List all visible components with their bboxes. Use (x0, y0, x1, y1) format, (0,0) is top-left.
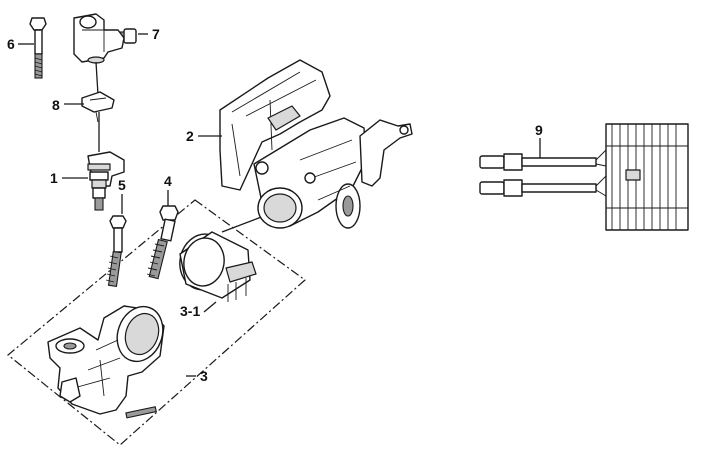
callout-1: 1 (50, 170, 58, 186)
leader-lines (18, 33, 541, 377)
clamp-3-1 (179, 215, 265, 302)
clip-8 (81, 91, 115, 123)
callout-3: 3 (200, 368, 208, 384)
injector-cap (73, 13, 125, 96)
callout-5: 5 (118, 177, 126, 193)
callout-6: 6 (7, 36, 15, 52)
callout-7: 7 (152, 26, 160, 42)
intake-manifold-3 (47, 305, 165, 419)
callout-2: 2 (186, 128, 194, 144)
throttle-body-2 (219, 59, 413, 229)
assembly-boundary (7, 199, 306, 446)
bolt-5 (105, 215, 127, 288)
bolt-4 (146, 205, 179, 280)
callout-8: 8 (52, 97, 60, 113)
regulator-9 (479, 123, 689, 231)
callout-9: 9 (535, 122, 543, 138)
callout-3-1: 3-1 (180, 303, 200, 319)
callout-4: 4 (164, 173, 172, 189)
bolt-6 (29, 17, 47, 79)
injector-1 (87, 112, 125, 211)
